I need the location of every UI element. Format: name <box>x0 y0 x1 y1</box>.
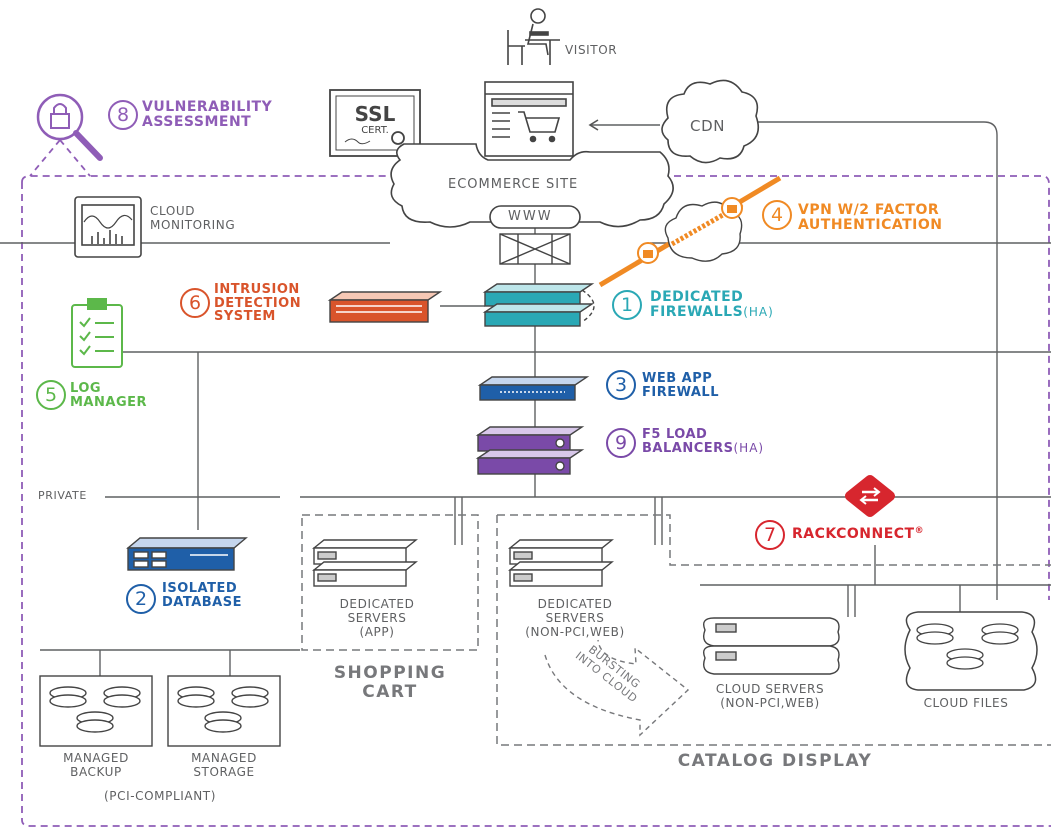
visitor-icon <box>507 8 560 65</box>
pci-compliant-label: (PCI-COMPLIANT) <box>103 789 216 803</box>
database-server-icon <box>126 537 248 571</box>
cloud-files-label: CLOUD FILES <box>923 696 1009 710</box>
firewalls-number: 1 <box>612 290 642 320</box>
vpn-tunnel-icon <box>598 175 782 288</box>
magnifier-lock-icon <box>36 93 103 161</box>
ecommerce-site-label: ECOMMERCE SITE <box>448 177 579 192</box>
f5-number: 9 <box>606 428 636 458</box>
ssl-subtitle: CERT. <box>361 125 389 136</box>
cdn-cloud <box>661 79 760 164</box>
catalog-display-box <box>496 514 1051 746</box>
ssl-title: SSL <box>355 102 396 126</box>
ecommerce-cloud <box>390 143 674 228</box>
f5-label: F5 LOAD BALANCERS(HA) <box>642 427 765 456</box>
cloud-servers-label: CLOUD SERVERS(NON-PCI,WEB) <box>715 682 825 710</box>
managed-storage-icon <box>167 675 281 747</box>
bursting-arrow <box>544 639 690 737</box>
waf-number: 3 <box>606 370 636 400</box>
web-servers-icon <box>508 539 614 587</box>
ids-appliance-icon <box>327 291 443 323</box>
rackconnect-label: RACKCONNECT® <box>792 526 925 542</box>
gateway-router-icon <box>499 233 571 265</box>
vpn-number: 4 <box>762 200 792 230</box>
vulnerability-number: 8 <box>108 100 138 130</box>
catalog-display-label: CATALOG DISPLAY <box>677 751 873 771</box>
waf-appliance-icon <box>477 376 590 401</box>
firewall-appliances-icon <box>482 283 595 327</box>
database-number: 2 <box>126 584 156 614</box>
cloud-servers-icon <box>702 617 840 675</box>
ecommerce-browser-icon <box>484 81 574 157</box>
app-servers-icon <box>312 539 418 587</box>
load-balancers-icon <box>475 426 585 475</box>
www-label: WWW <box>508 209 553 224</box>
rackconnect-number: 7 <box>755 520 785 550</box>
network-lines <box>0 116 1051 676</box>
managed-backup-icon <box>39 675 153 747</box>
rackconnect-logo <box>845 475 895 517</box>
log-manager-number: 5 <box>36 380 66 410</box>
private-label: PRIVATE <box>38 489 87 502</box>
cdn-label: CDN <box>690 117 726 135</box>
visitor-label: VISITOR <box>565 43 618 57</box>
ids-number: 6 <box>180 288 210 318</box>
firewalls-label: DEDICATED FIREWALLS(HA) <box>650 289 774 320</box>
clipboard-checklist-icon <box>71 298 123 368</box>
monitoring-icon <box>74 196 142 258</box>
secure-boundary <box>21 175 1051 827</box>
